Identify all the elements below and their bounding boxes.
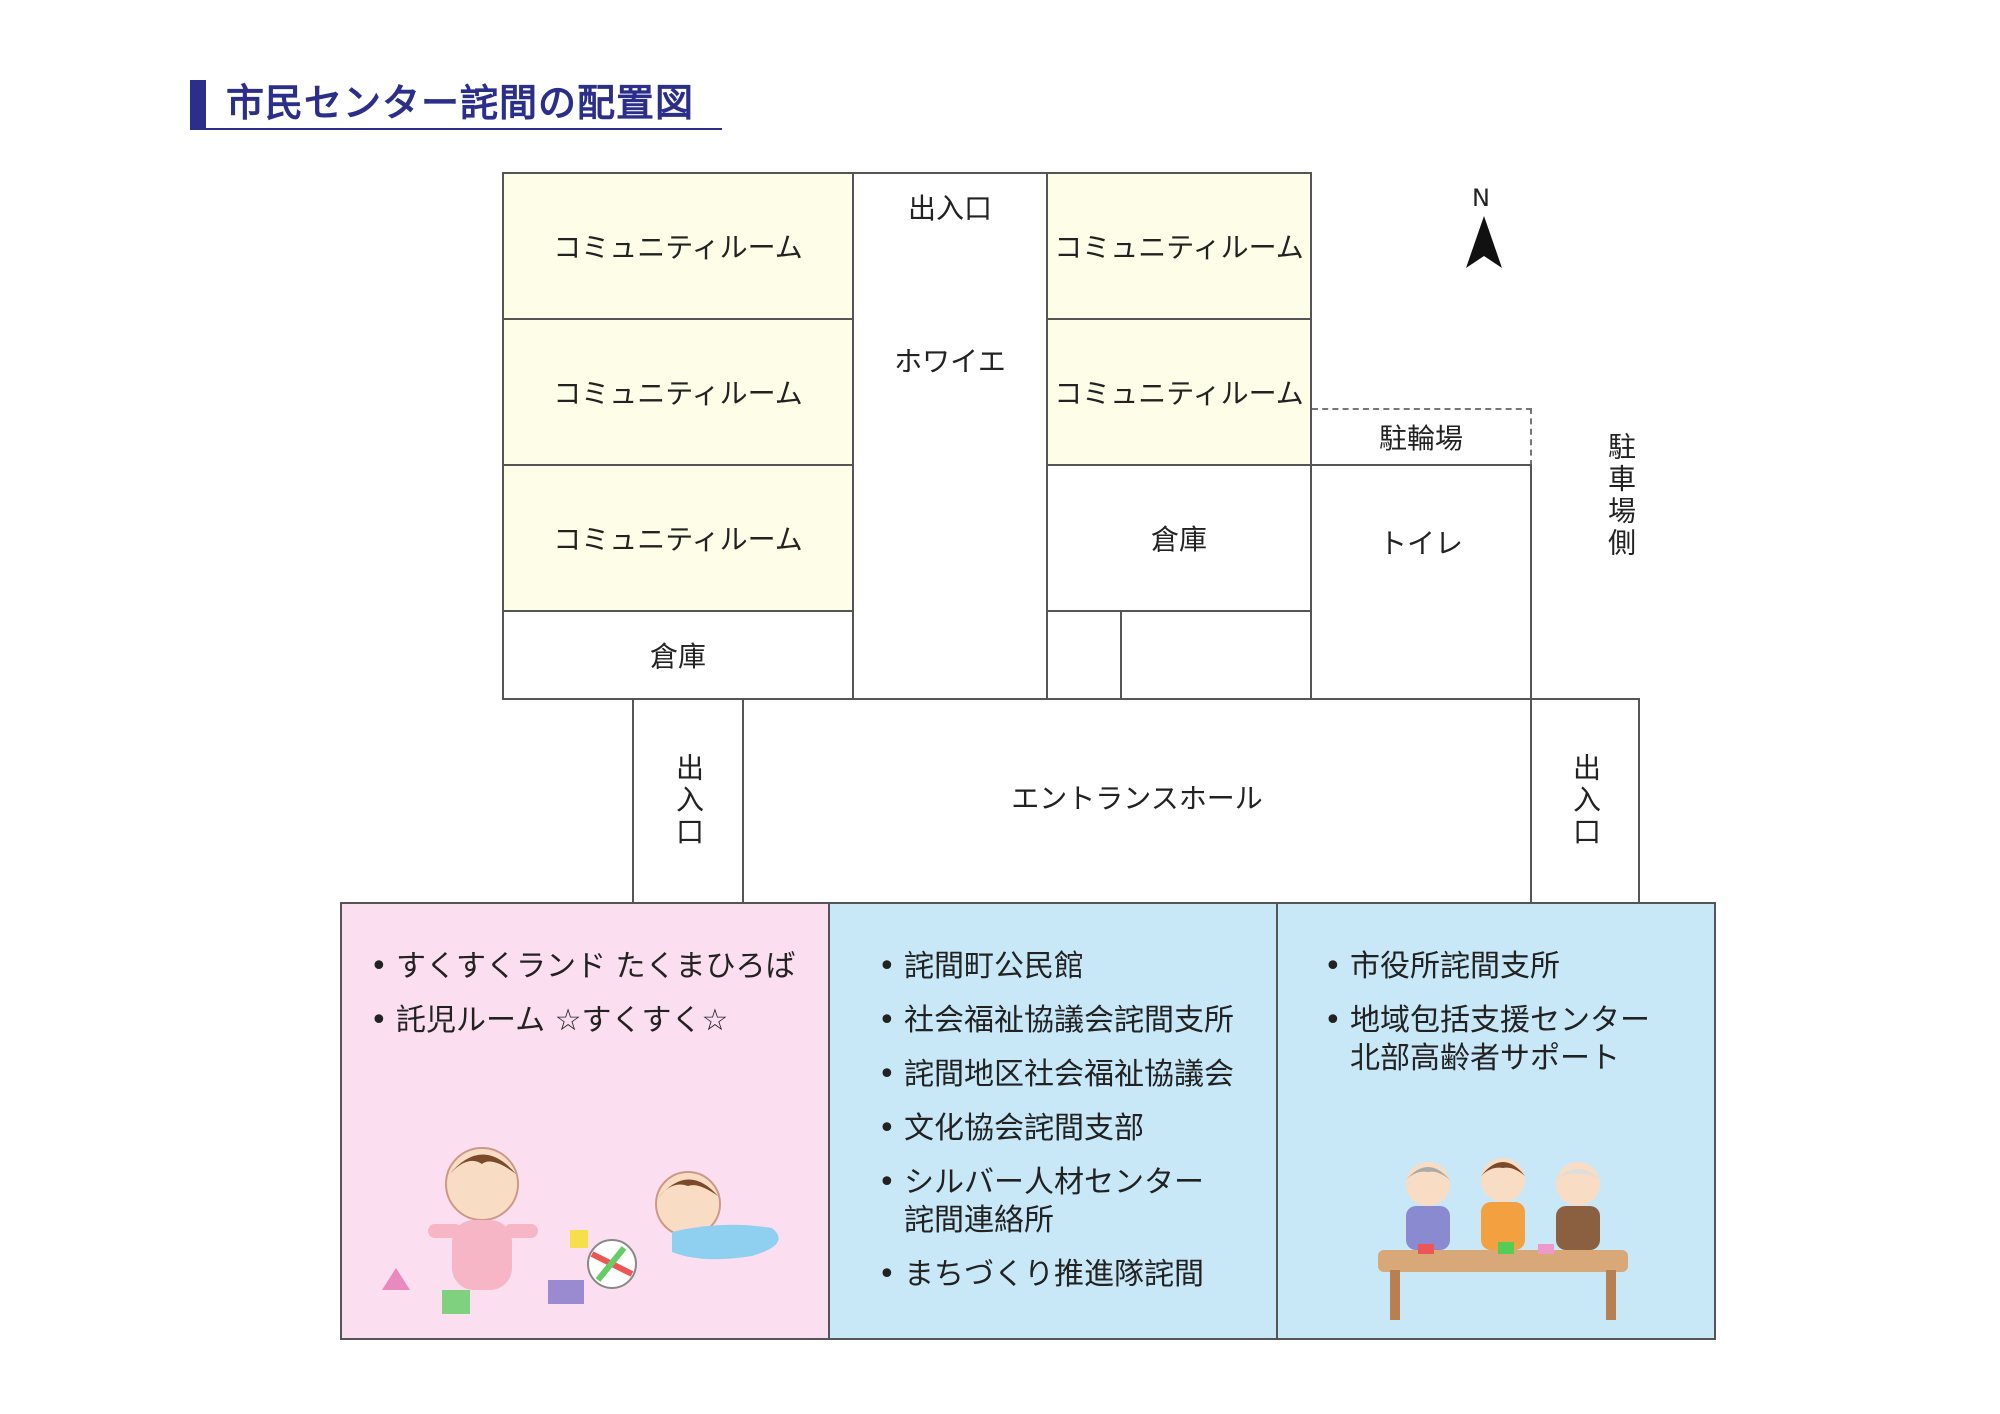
toilet: トイレ: [1310, 464, 1532, 700]
small-room-a: [1046, 610, 1122, 700]
community-room-1: コミュニティルーム: [502, 172, 854, 320]
room-label: コミュニティルーム: [553, 231, 803, 264]
room-label: コミュニティルーム: [1054, 231, 1304, 264]
babies-illustration-icon: [382, 1147, 779, 1314]
list-item: •社会福祉協議会詫間支所: [878, 1003, 1234, 1038]
entrance-right: 出入口: [1530, 698, 1640, 904]
foyer: ホワイエ: [852, 240, 1048, 700]
list-item: •詫間町公民館: [878, 949, 1084, 984]
room-label: 出入口: [1569, 753, 1602, 849]
title-underline: [190, 128, 722, 130]
room-label: エントランスホール: [1011, 782, 1263, 815]
list-item: •すくすくランド たくまひろば: [370, 949, 796, 984]
room-label: 倉庫: [649, 640, 706, 673]
entrance-top: 出入口: [852, 172, 1048, 242]
list-item: •地域包括支援センター北部高齢者サポート: [1324, 1003, 1650, 1076]
room-label: 出入口: [672, 753, 705, 849]
room-label: トイレ: [1378, 527, 1463, 560]
panel-childcare: •すくすくランド たくまひろば •託児ルーム ☆すくすく☆: [340, 902, 830, 1340]
list-item: •託児ルーム ☆すくすく☆: [370, 1003, 729, 1038]
community-room-2: コミュニティルーム: [502, 318, 854, 466]
community-room-4: コミュニティルーム: [1046, 172, 1312, 320]
entrance-hall: エントランスホール: [742, 698, 1532, 904]
list-item: •シルバー人材センター詫間連絡所: [878, 1165, 1204, 1238]
storage-left: 倉庫: [502, 610, 854, 700]
panel-services: •市役所詫間支所 •地域包括支援センター北部高齢者サポート: [1276, 902, 1716, 1340]
room-label: 駐輪場: [1378, 422, 1463, 455]
room-label: コミュニティルーム: [553, 377, 803, 410]
entrance-left: 出入口: [632, 698, 744, 904]
services-list: •市役所詫間支所 •地域包括支援センター北部高齢者サポート: [1324, 948, 1650, 1094]
room-label: 出入口: [907, 192, 992, 225]
room-label: ホワイエ: [894, 345, 1006, 378]
room-label: コミュニティルーム: [553, 523, 803, 556]
list-item: •市役所詫間支所: [1324, 949, 1560, 984]
room-label: コミュニティルーム: [1054, 377, 1304, 410]
panel-facilities: •詫間町公民館 •社会福祉協議会詫間支所 •詫間地区社会福祉協議会 •文化協会詫…: [828, 902, 1278, 1340]
community-room-5: コミュニティルーム: [1046, 318, 1312, 466]
community-room-3: コミュニティルーム: [502, 464, 854, 612]
list-item: •詫間地区社会福祉協議会: [878, 1057, 1234, 1092]
list-item: •文化協会詫間支部: [878, 1111, 1144, 1146]
storage-right: 倉庫: [1046, 464, 1312, 612]
title-accent-bar: [190, 80, 206, 128]
list-item: •まちづくり推進隊詫間: [878, 1257, 1204, 1292]
page-title: 市民センター詫間の配置図: [226, 81, 695, 125]
seniors-illustration-icon: [1378, 1158, 1628, 1320]
north-label: N: [1472, 184, 1490, 212]
room-label: 倉庫: [1150, 523, 1207, 556]
bike-parking: 駐輪場: [1312, 408, 1532, 466]
facilities-list: •詫間町公民館 •社会福祉協議会詫間支所 •詫間地区社会福祉協議会 •文化協会詫…: [878, 948, 1234, 1310]
north-arrow-icon: [1466, 216, 1502, 268]
childcare-list: •すくすくランド たくまひろば •託児ルーム ☆すくすく☆: [370, 948, 796, 1056]
small-room-b: [1120, 610, 1312, 700]
parking-side-label: 駐車場側: [1604, 432, 1637, 560]
